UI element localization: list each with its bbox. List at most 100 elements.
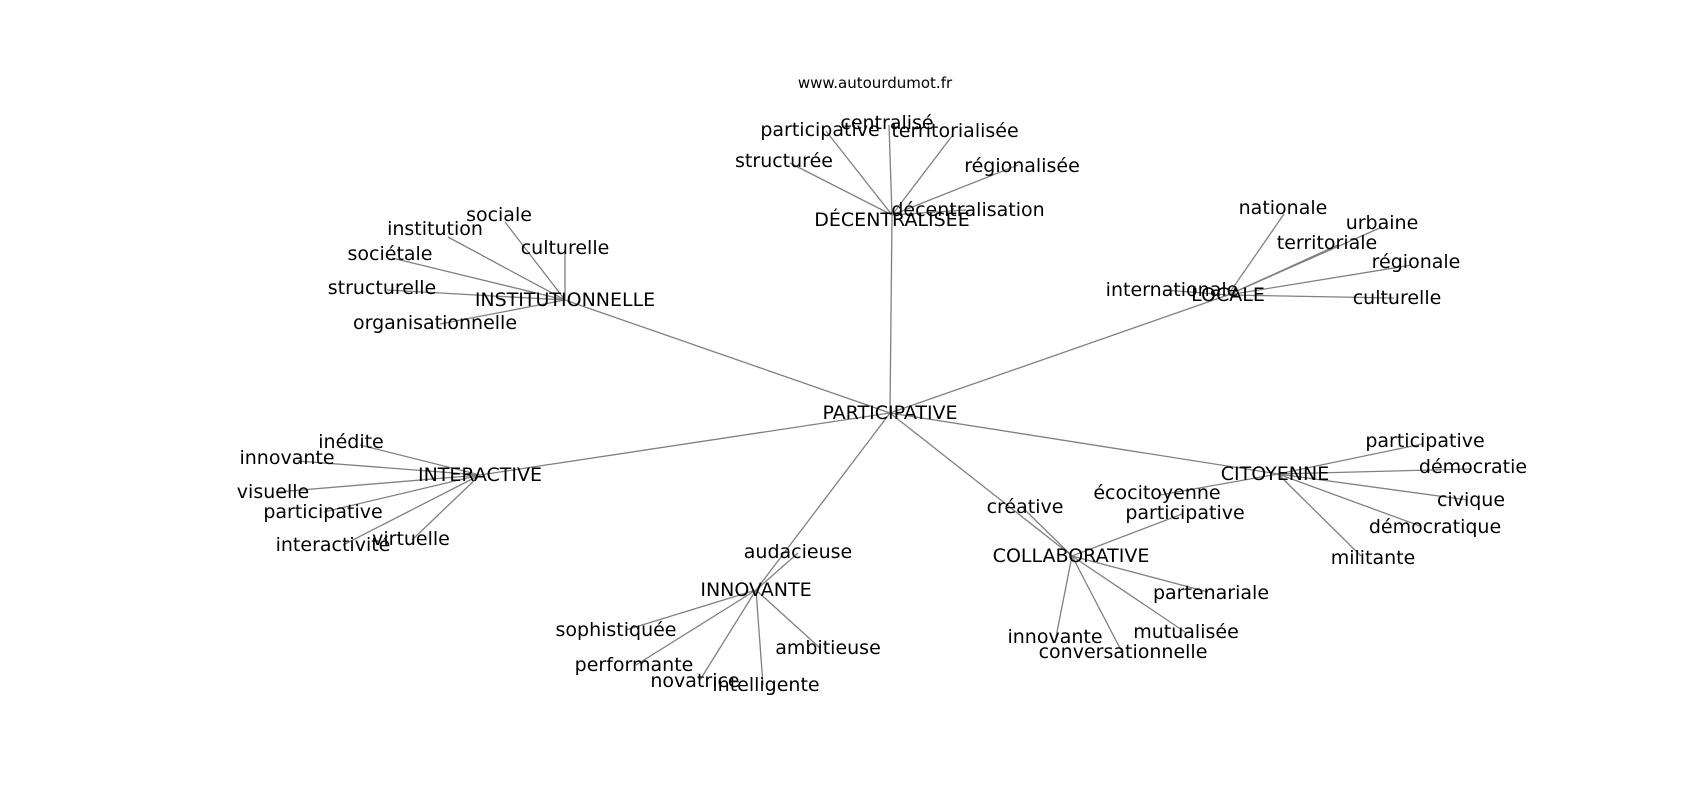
term-node[interactable]: territoriale [1277, 232, 1377, 254]
term-node[interactable]: structurée [735, 150, 833, 172]
term-node[interactable]: écocitoyenne [1093, 482, 1220, 504]
term-node[interactable]: créative [987, 496, 1064, 518]
term-node[interactable]: culturelle [1353, 287, 1442, 309]
edge-root-5 [755, 412, 891, 591]
cluster-node[interactable]: INSTITUTIONNELLE [475, 289, 655, 311]
cluster-node[interactable]: DÉCENTRALISÉE [814, 208, 969, 231]
edge-cluster-1-term-5 [439, 299, 566, 325]
edge-cluster-6-term-4 [1071, 555, 1186, 633]
edge-cluster-3-term-0 [359, 444, 481, 476]
term-node[interactable]: participative [263, 501, 382, 523]
term-node[interactable]: innovante [239, 447, 334, 469]
edge-cluster-0-term-5 [891, 209, 967, 216]
term-node[interactable]: sociétale [348, 243, 433, 265]
cluster-node[interactable]: CITOYENNE [1221, 463, 1329, 485]
edge-cluster-6-term-2 [1071, 555, 1209, 593]
edge-cluster-3-term-3 [323, 474, 481, 513]
term-node[interactable]: sophistiquée [555, 619, 676, 641]
term-node[interactable]: civique [1437, 489, 1505, 511]
edge-cluster-0-term-2 [888, 124, 893, 216]
term-node[interactable]: démocratique [1369, 516, 1501, 538]
term-node[interactable]: audacieuse [744, 541, 852, 563]
edge-cluster-2-term-3 [1227, 264, 1413, 296]
edge-cluster-5-term-3 [755, 589, 821, 649]
edge-cluster-6-term-1 [1071, 513, 1183, 557]
edge-cluster-2-term-0 [1227, 213, 1285, 296]
edge-cluster-4-term-0 [1277, 443, 1423, 475]
term-node[interactable]: innovante [1007, 626, 1102, 648]
term-node[interactable]: militante [1331, 547, 1416, 569]
source-label: www.autourdumot.fr [798, 74, 953, 92]
edge-cluster-1-term-3 [391, 257, 566, 301]
edge-cluster-4-term-3 [1277, 473, 1469, 501]
term-node[interactable]: novatrice [650, 670, 739, 692]
edge-cluster-1-term-4 [386, 289, 566, 301]
edge-cluster-3-term-5 [411, 474, 481, 541]
edge-cluster-5-term-2 [635, 589, 757, 666]
term-node[interactable]: visuelle [237, 481, 309, 503]
edge-cluster-5-term-0 [755, 552, 799, 591]
edge-root-3 [479, 412, 891, 476]
edge-cluster-2-term-4 [1163, 289, 1229, 296]
term-node[interactable]: performante [575, 654, 694, 676]
edge-root-4 [889, 412, 1279, 475]
edge-root-2 [889, 294, 1229, 414]
root-node[interactable]: PARTICIPATIVE [822, 402, 957, 424]
cluster-node[interactable]: LOCALE [1191, 284, 1265, 306]
cluster-node[interactable]: COLLABORATIVE [993, 545, 1150, 567]
term-node[interactable]: ambitieuse [775, 637, 881, 659]
edge-cluster-4-term-1 [1277, 468, 1471, 475]
edge-cluster-3-term-1 [297, 460, 481, 476]
edge-root-1 [564, 299, 891, 414]
edge-cluster-5-term-5 [755, 589, 764, 686]
term-node[interactable]: intelligente [712, 674, 819, 696]
term-node[interactable]: virtuelle [372, 528, 450, 550]
term-node[interactable]: structurelle [328, 277, 436, 299]
edge-cluster-3-term-2 [276, 474, 481, 493]
graph-edges [276, 124, 1471, 686]
term-node[interactable]: urbaine [1346, 212, 1419, 234]
term-node[interactable]: institution [387, 218, 483, 240]
edge-cluster-0-term-1 [825, 130, 893, 216]
term-node[interactable]: interactivité [276, 534, 391, 556]
term-node[interactable]: participative [1365, 430, 1484, 452]
term-node[interactable]: organisationnelle [353, 312, 517, 334]
edge-cluster-4-term-2 [1159, 473, 1279, 496]
term-node[interactable]: régionale [1372, 251, 1461, 273]
term-node[interactable]: centralisé [840, 112, 933, 134]
edge-cluster-2-term-2 [1227, 244, 1339, 296]
term-node[interactable]: conversationnelle [1039, 641, 1208, 663]
term-node[interactable]: décentralisation [891, 199, 1044, 221]
edge-cluster-0-term-4 [891, 164, 1019, 216]
edge-cluster-0-term-3 [891, 135, 953, 216]
term-node[interactable]: démocratie [1419, 456, 1527, 478]
edge-root-6 [889, 412, 1073, 557]
term-node[interactable]: mutualisée [1133, 621, 1239, 643]
term-node[interactable]: inédite [318, 431, 384, 453]
edge-cluster-6-term-0 [1022, 507, 1073, 557]
term-node[interactable]: internationale [1106, 279, 1239, 301]
term-node[interactable]: sociale [466, 204, 532, 226]
edge-cluster-5-term-4 [699, 589, 757, 681]
term-node[interactable]: nationale [1239, 197, 1328, 219]
edge-root-0 [889, 214, 893, 414]
cluster-node[interactable]: INTERACTIVE [418, 464, 542, 486]
cluster-node[interactable]: INNOVANTE [700, 579, 811, 601]
edge-cluster-6-term-3 [1055, 555, 1073, 638]
edge-cluster-1-term-0 [504, 221, 566, 301]
edge-cluster-0-term-0 [789, 162, 893, 216]
term-node[interactable]: culturelle [521, 237, 610, 259]
edge-cluster-6-term-5 [1071, 555, 1123, 653]
edge-cluster-3-term-4 [342, 474, 481, 546]
edge-cluster-4-term-5 [1277, 473, 1362, 557]
edge-cluster-5-term-1 [625, 589, 757, 631]
term-node[interactable]: participative [1125, 502, 1244, 524]
term-node[interactable]: participative [760, 119, 879, 141]
term-node[interactable]: partenariale [1153, 582, 1269, 604]
edge-cluster-4-term-4 [1277, 473, 1421, 527]
edge-cluster-2-term-5 [1227, 294, 1395, 299]
term-node[interactable]: régionalisée [964, 155, 1080, 177]
term-node[interactable]: territorialisée [891, 120, 1018, 142]
